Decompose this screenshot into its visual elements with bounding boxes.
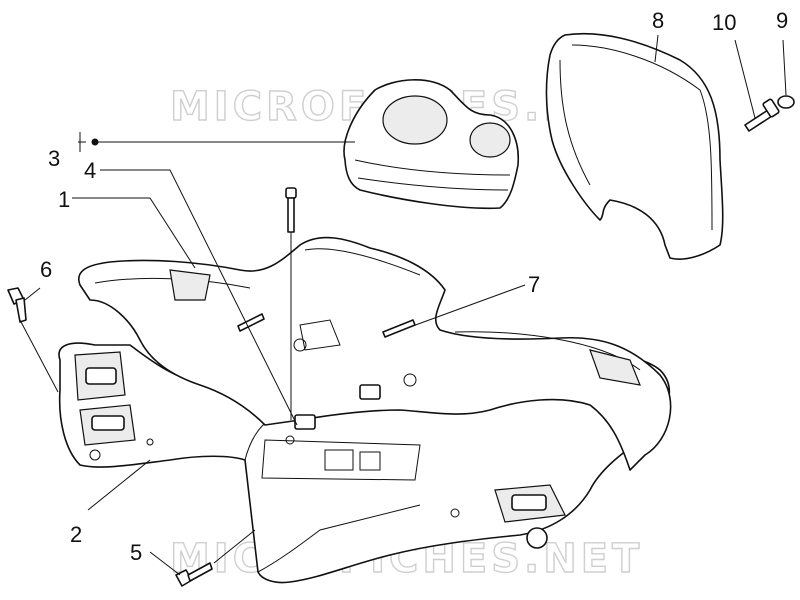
callout-2: 2 — [70, 522, 82, 547]
callout-8: 8 — [652, 8, 664, 33]
callout-6: 6 — [40, 257, 52, 282]
callout-10: 10 — [712, 10, 736, 35]
callout-5: 5 — [130, 540, 142, 565]
callout-7: 7 — [528, 272, 540, 297]
callout-4: 4 — [84, 158, 96, 183]
part-8-windshield-cover — [545, 32, 724, 260]
callout-9: 9 — [776, 8, 788, 33]
part-10-screw — [744, 98, 780, 132]
callout-1: 1 — [58, 187, 70, 212]
part-6-screw — [7, 287, 27, 323]
callout-3: 3 — [48, 146, 60, 171]
part-1-handlebar-front-cover — [78, 236, 672, 471]
long-bolt — [285, 187, 297, 233]
part-1-screw — [237, 313, 265, 332]
part-3-4-instrument-cluster — [343, 79, 520, 210]
leader-lines — [19, 34, 787, 576]
part-5-screw — [175, 562, 213, 587]
part-9-cap — [777, 95, 795, 109]
